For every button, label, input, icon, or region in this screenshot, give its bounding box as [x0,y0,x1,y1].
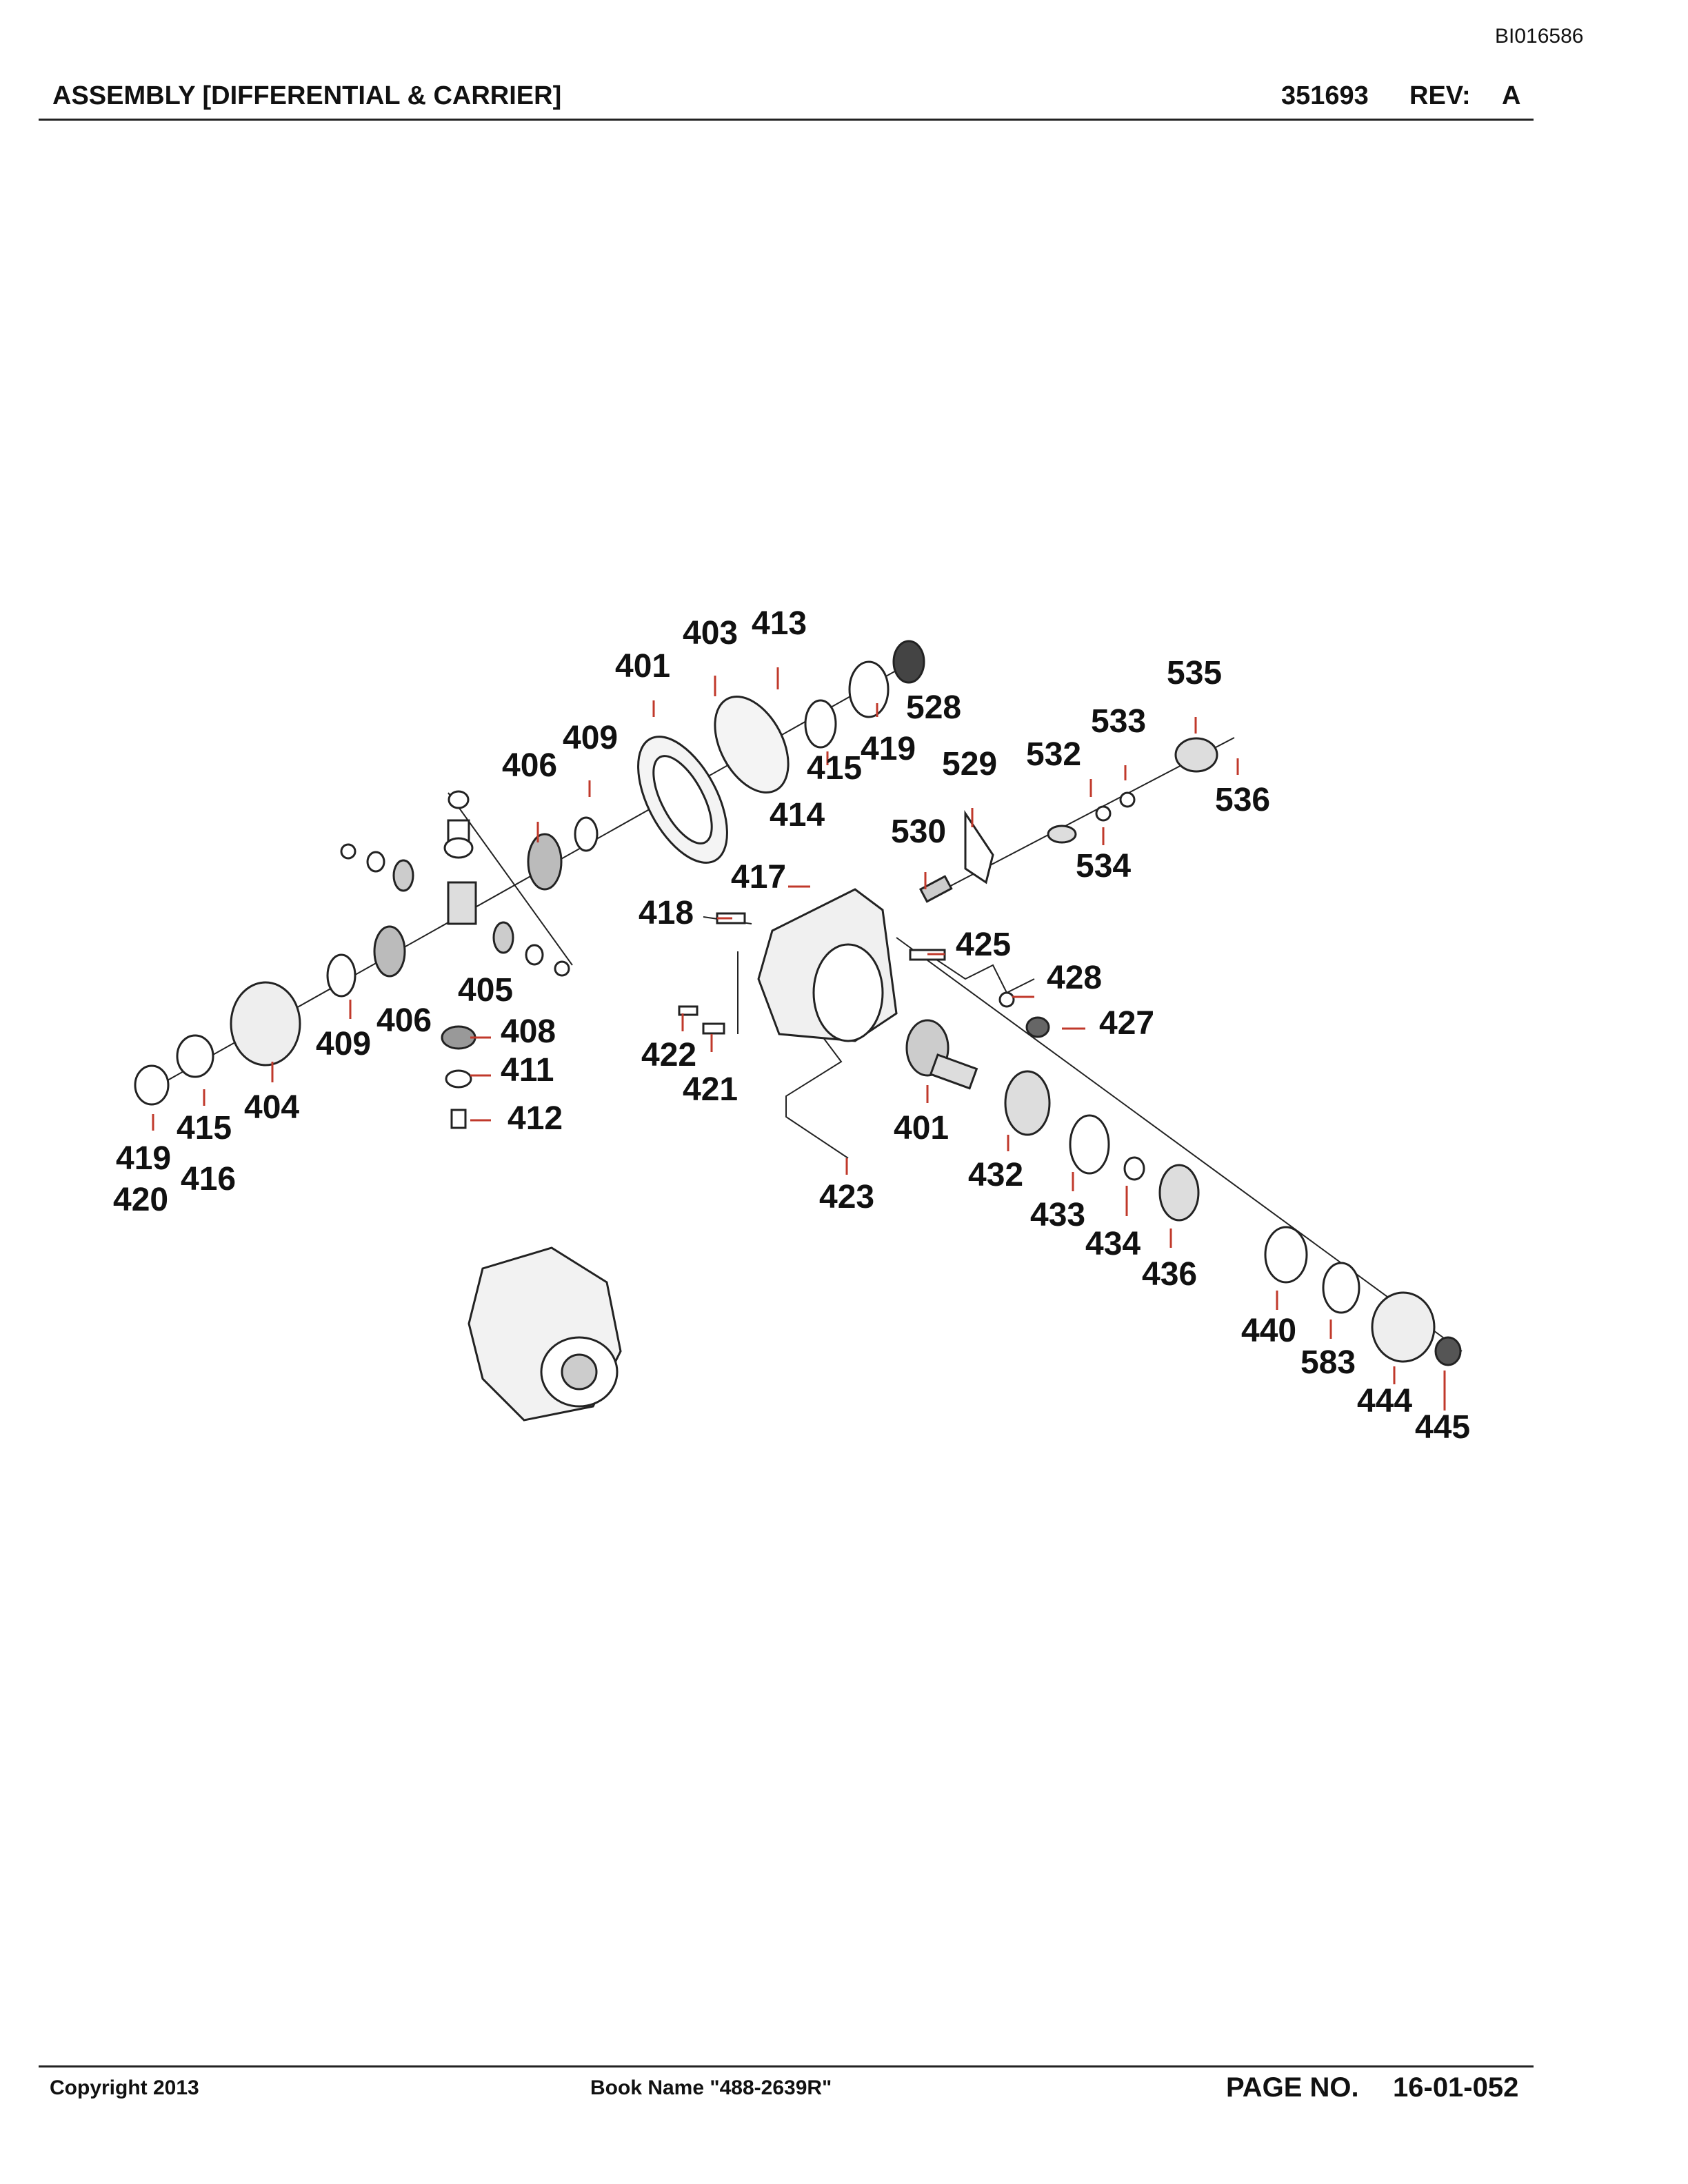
book-name: Book Name "488-2639R" [590,2076,832,2099]
callout-532: 532 [1026,736,1081,773]
callout-401a: 401 [615,648,670,685]
callout-412: 412 [508,1100,563,1137]
callout-404: 404 [244,1089,299,1126]
callout-528: 528 [906,689,961,726]
footer-rule [39,2065,1534,2067]
callout-416: 416 [181,1161,236,1197]
callout-434: 434 [1085,1226,1141,1262]
part-number: 351693 [1281,81,1369,110]
callout-529: 529 [942,746,997,782]
header-rule [39,119,1534,121]
callout-422: 422 [641,1037,696,1073]
callout-406a: 406 [502,747,557,784]
callout-533: 533 [1091,703,1146,740]
callout-428: 428 [1047,960,1102,996]
callout-419b: 419 [116,1140,171,1177]
page-number: 16-01-052 [1393,2072,1519,2103]
page-title: ASSEMBLY [DIFFERENTIAL & CARRIER] [52,81,562,110]
callout-413: 413 [752,605,807,642]
callout-536: 536 [1215,782,1270,818]
callout-403: 403 [683,615,738,651]
document-id: BI016586 [1495,25,1584,48]
callout-405: 405 [458,972,513,1009]
revision-label: REV: [1409,81,1471,110]
callout-421: 421 [683,1071,738,1108]
callout-427: 427 [1099,1005,1154,1042]
part-shapes [134,640,1462,1422]
callout-535: 535 [1167,655,1222,691]
callout-406b: 406 [376,1002,432,1039]
callout-408: 408 [501,1013,556,1050]
callout-401b: 401 [894,1110,949,1146]
callout-423: 423 [819,1179,874,1215]
callout-444: 444 [1357,1383,1412,1419]
callout-440: 440 [1241,1313,1296,1349]
callout-414: 414 [770,797,825,833]
callout-409a: 409 [563,720,618,756]
revision-value: A [1502,81,1521,110]
callout-411: 411 [501,1052,554,1089]
copyright-text: Copyright 2013 [50,2076,199,2099]
callout-labels: 401 403 413 528 409 406 415 419 414 529 … [113,605,1470,1446]
callout-436: 436 [1142,1256,1197,1293]
callout-530: 530 [891,813,946,850]
callout-417: 417 [731,859,786,896]
callout-418: 418 [639,895,694,931]
callout-433: 433 [1030,1197,1085,1233]
callout-415b: 415 [177,1110,232,1146]
callout-425: 425 [956,927,1011,963]
callout-419a: 419 [861,731,916,767]
callout-409b: 409 [316,1026,371,1062]
callout-445: 445 [1415,1409,1470,1446]
callout-583: 583 [1300,1344,1356,1381]
leader-lines [152,667,1446,1410]
callout-534: 534 [1076,848,1131,884]
callout-415a: 415 [807,750,862,787]
callout-432: 432 [968,1157,1023,1193]
page-number-label: PAGE NO. [1226,2072,1359,2103]
callout-420: 420 [113,1182,168,1218]
